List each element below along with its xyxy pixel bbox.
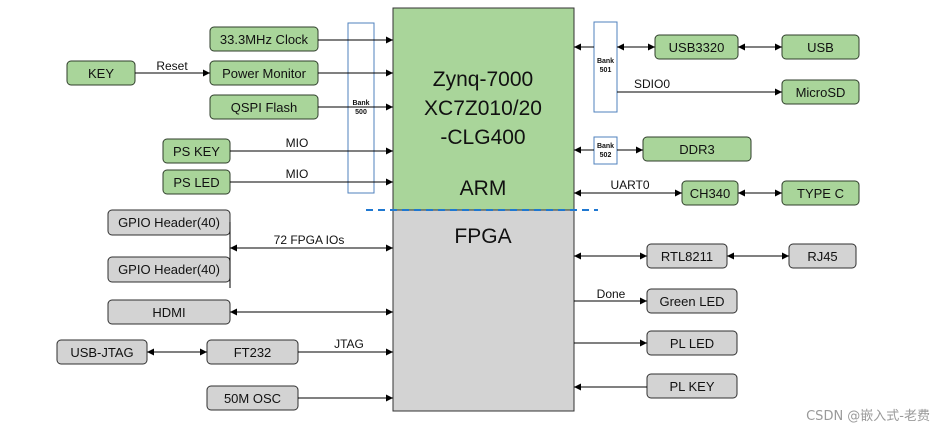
bank-502-label: Bank <box>597 143 614 150</box>
uart-signal: UART0 <box>610 178 649 192</box>
ft232-block: FT232 <box>206 339 299 365</box>
bank-500 <box>347 22 375 194</box>
pl-led-label: PL LED <box>670 336 714 351</box>
osc-label: 50M OSC <box>224 391 281 406</box>
power-monitor-block: Power Monitor <box>209 60 319 86</box>
usb3320-block: USB3320 <box>654 34 739 60</box>
ddr3-block: DDR3 <box>642 136 752 162</box>
rtl8211-label: RTL8211 <box>661 249 713 264</box>
power-monitor-label: Power Monitor <box>222 66 306 81</box>
ps-key-label: PS KEY <box>173 144 220 159</box>
ps-section <box>392 7 575 211</box>
microsd-label: MicroSD <box>796 85 846 100</box>
ch340-label: CH340 <box>690 186 730 201</box>
ps-led-block: PS LED <box>162 169 231 195</box>
green-led-block: Green LED <box>646 288 738 314</box>
usb-block: USB <box>781 34 860 60</box>
usb-jtag-label: USB-JTAG <box>70 345 133 360</box>
pl-key-label: PL KEY <box>669 379 714 394</box>
rj45-label: RJ45 <box>807 249 837 264</box>
chip-part: XC7Z010/20 <box>424 97 542 120</box>
ps-key-block: PS KEY <box>162 138 231 164</box>
chip-package: -CLG400 <box>440 126 525 149</box>
fpga-ios-signal: 72 FPGA IOs <box>274 233 345 247</box>
bank-502 <box>593 136 618 165</box>
rj45-block: RJ45 <box>788 243 857 269</box>
typec-label: TYPE C <box>797 186 844 201</box>
ddr3-label: DDR3 <box>679 142 714 157</box>
sdio-signal: SDIO0 <box>634 77 670 91</box>
gpio-header-2-label: GPIO Header(40) <box>118 262 220 277</box>
ch340-block: CH340 <box>681 180 739 206</box>
qspi-flash-block: QSPI Flash <box>209 94 319 120</box>
left-connections <box>135 36 393 402</box>
arm-label: ARM <box>460 177 507 200</box>
pl-led-block: PL LED <box>646 330 738 356</box>
typec-block: TYPE C <box>781 180 860 206</box>
chip-family: Zynq-7000 <box>433 68 533 91</box>
jtag-signal: JTAG <box>334 337 364 351</box>
rtl8211-block: RTL8211 <box>646 243 728 269</box>
key-block: KEY <box>66 60 136 86</box>
gpio-header-2-block: GPIO Header(40) <box>107 256 231 283</box>
clock-label: 33.3MHz Clock <box>220 32 309 47</box>
pl-key-block: PL KEY <box>646 373 738 399</box>
clock-block: 33.3MHz Clock <box>209 26 319 52</box>
ft232-label: FT232 <box>234 345 272 360</box>
bank-502-number: 502 <box>600 152 612 159</box>
bank-501-label: Bank <box>597 58 614 65</box>
osc-block: 50M OSC <box>206 385 299 411</box>
hdmi-block: HDMI <box>107 299 231 325</box>
right-connections <box>574 43 789 391</box>
usb3320-label: USB3320 <box>669 40 725 55</box>
hdmi-label: HDMI <box>152 305 185 320</box>
key-label: KEY <box>88 66 114 81</box>
green-led-label: Green LED <box>659 294 724 309</box>
microsd-block: MicroSD <box>781 79 860 105</box>
usb-jtag-block: USB-JTAG <box>56 339 148 365</box>
bank-501-number: 501 <box>600 67 612 74</box>
bank-501 <box>593 21 618 113</box>
reset-signal: Reset <box>156 59 188 73</box>
mio-signal-1: MIO <box>286 136 309 150</box>
pl-section <box>392 209 575 412</box>
watermark: CSDN @嵌入式-老费 <box>806 409 930 424</box>
usb-label: USB <box>807 40 834 55</box>
gpio-header-1-block: GPIO Header(40) <box>107 209 231 236</box>
fpga-label: FPGA <box>454 225 511 248</box>
qspi-flash-label: QSPI Flash <box>231 100 297 115</box>
done-signal: Done <box>597 287 626 301</box>
bank-500-number: 500 <box>355 109 367 116</box>
gpio-header-1-label: GPIO Header(40) <box>118 215 220 230</box>
bank-500-label: Bank <box>352 100 369 107</box>
ps-led-label: PS LED <box>173 175 219 190</box>
mio-signal-2: MIO <box>286 167 309 181</box>
